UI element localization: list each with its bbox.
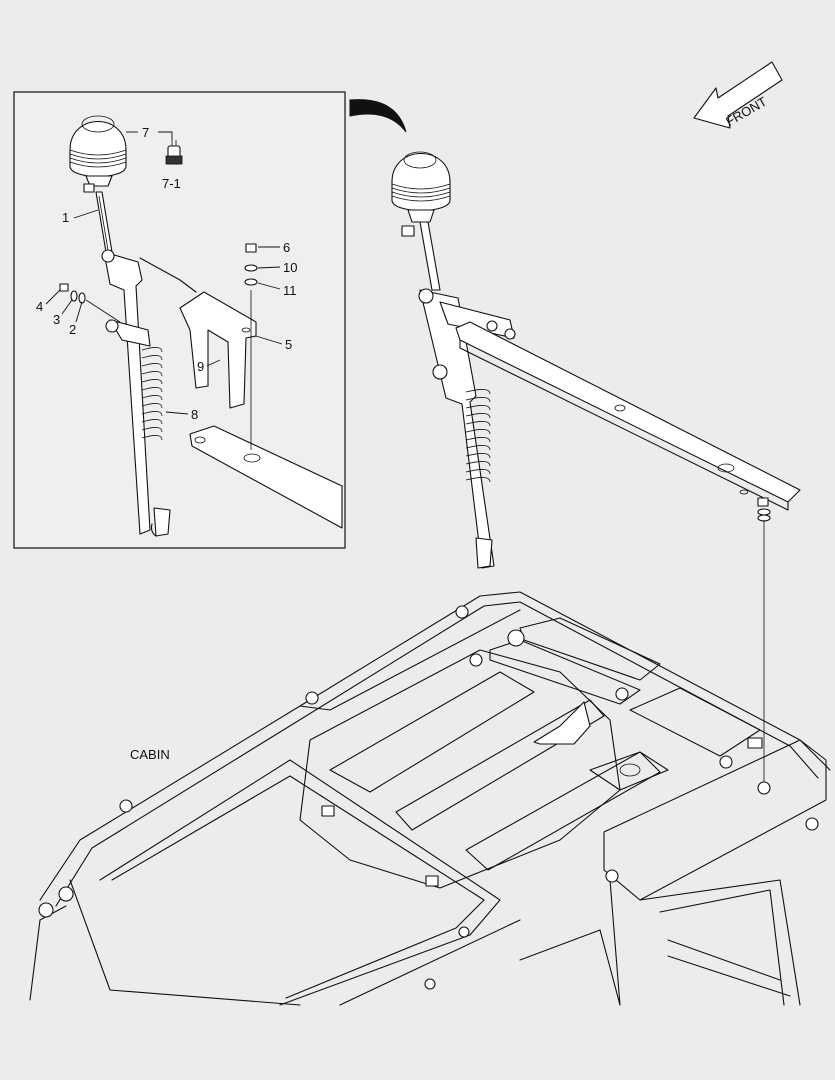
roof-mounting-strip [455, 321, 801, 786]
callout-6: 6 [283, 240, 290, 255]
cabin-label: CABIN [130, 747, 170, 762]
bracket-spring-detail [101, 249, 197, 537]
callout-8: 8 [191, 407, 198, 422]
callout-9: 9 [197, 359, 204, 374]
callout-1: 1 [62, 210, 69, 225]
cabin-roof [29, 591, 831, 1006]
front-direction-arrow: FRONT [693, 61, 783, 129]
callout-5: 5 [285, 337, 292, 352]
beacon-lamp-detail [69, 115, 127, 193]
bulb-detail [165, 140, 183, 165]
beacon-lamp-assembly [391, 151, 451, 291]
callout-10: 10 [283, 260, 297, 275]
curved-arrow [349, 99, 407, 133]
callout-4: 4 [36, 299, 43, 314]
callout-2: 2 [69, 322, 76, 337]
callout-3: 3 [53, 312, 60, 327]
callout-7-1: 7-1 [162, 176, 181, 191]
small-screw-set [59, 283, 121, 323]
callout-7: 7 [142, 125, 149, 140]
bolt-washer-stack [244, 243, 258, 450]
inset-callouts: 7 7-1 1 6 10 11 4 3 2 5 9 8 [36, 125, 297, 422]
mounting-plate-detail [179, 291, 257, 409]
roof-strip-detail [189, 425, 343, 529]
callout-11: 11 [283, 283, 297, 298]
